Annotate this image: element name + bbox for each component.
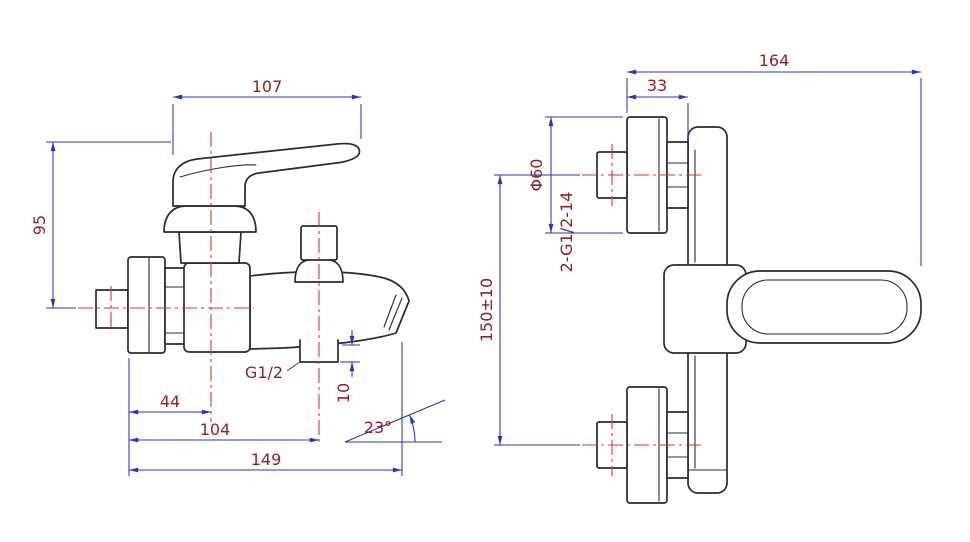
wall-flange-disc	[127, 256, 166, 354]
wall-pipe-stub	[95, 289, 129, 329]
dim-text-flange-diameter: Φ60	[527, 159, 546, 192]
handle-inner-contour	[741, 279, 908, 335]
dim-text-height: 95	[30, 215, 49, 235]
label-inlet-thread: 2-G1/2-14	[557, 192, 576, 273]
dim-text-outlet-drop: 10	[334, 383, 353, 403]
dim-text-spout-angle: 23°	[364, 418, 392, 437]
handle-cap	[163, 205, 257, 233]
lever-handle	[172, 142, 361, 207]
aerator-face-line-1	[388, 297, 403, 331]
angle-slope-line	[344, 399, 446, 443]
side-view: 107 95 44 104 149 G1/2 10 23°	[30, 77, 446, 476]
dim-text-inlet-centers: 150±10	[477, 278, 496, 342]
spout	[249, 270, 410, 350]
label-outlet-thread: G1/2	[245, 363, 283, 382]
lever-edge-line	[179, 164, 257, 178]
aerator-face-line-2	[383, 294, 397, 328]
handle-side-profile	[726, 270, 922, 344]
angle-arc	[408, 414, 416, 443]
cartridge-housing	[178, 231, 242, 264]
dim-text-total-width: 164	[759, 51, 790, 70]
dim-text-wall-to-outlet-axis: 104	[200, 420, 231, 439]
dim-text-flange-depth: 33	[647, 76, 667, 95]
thread-leader-line	[286, 360, 302, 372]
dim-text-wall-to-handle-axis: 44	[160, 392, 180, 411]
dim-text-handle-width: 107	[252, 77, 283, 96]
front-view: 164 33 Φ60 2-G1/2-14 150±10	[477, 51, 922, 504]
dim-text-total-length: 149	[251, 450, 282, 469]
